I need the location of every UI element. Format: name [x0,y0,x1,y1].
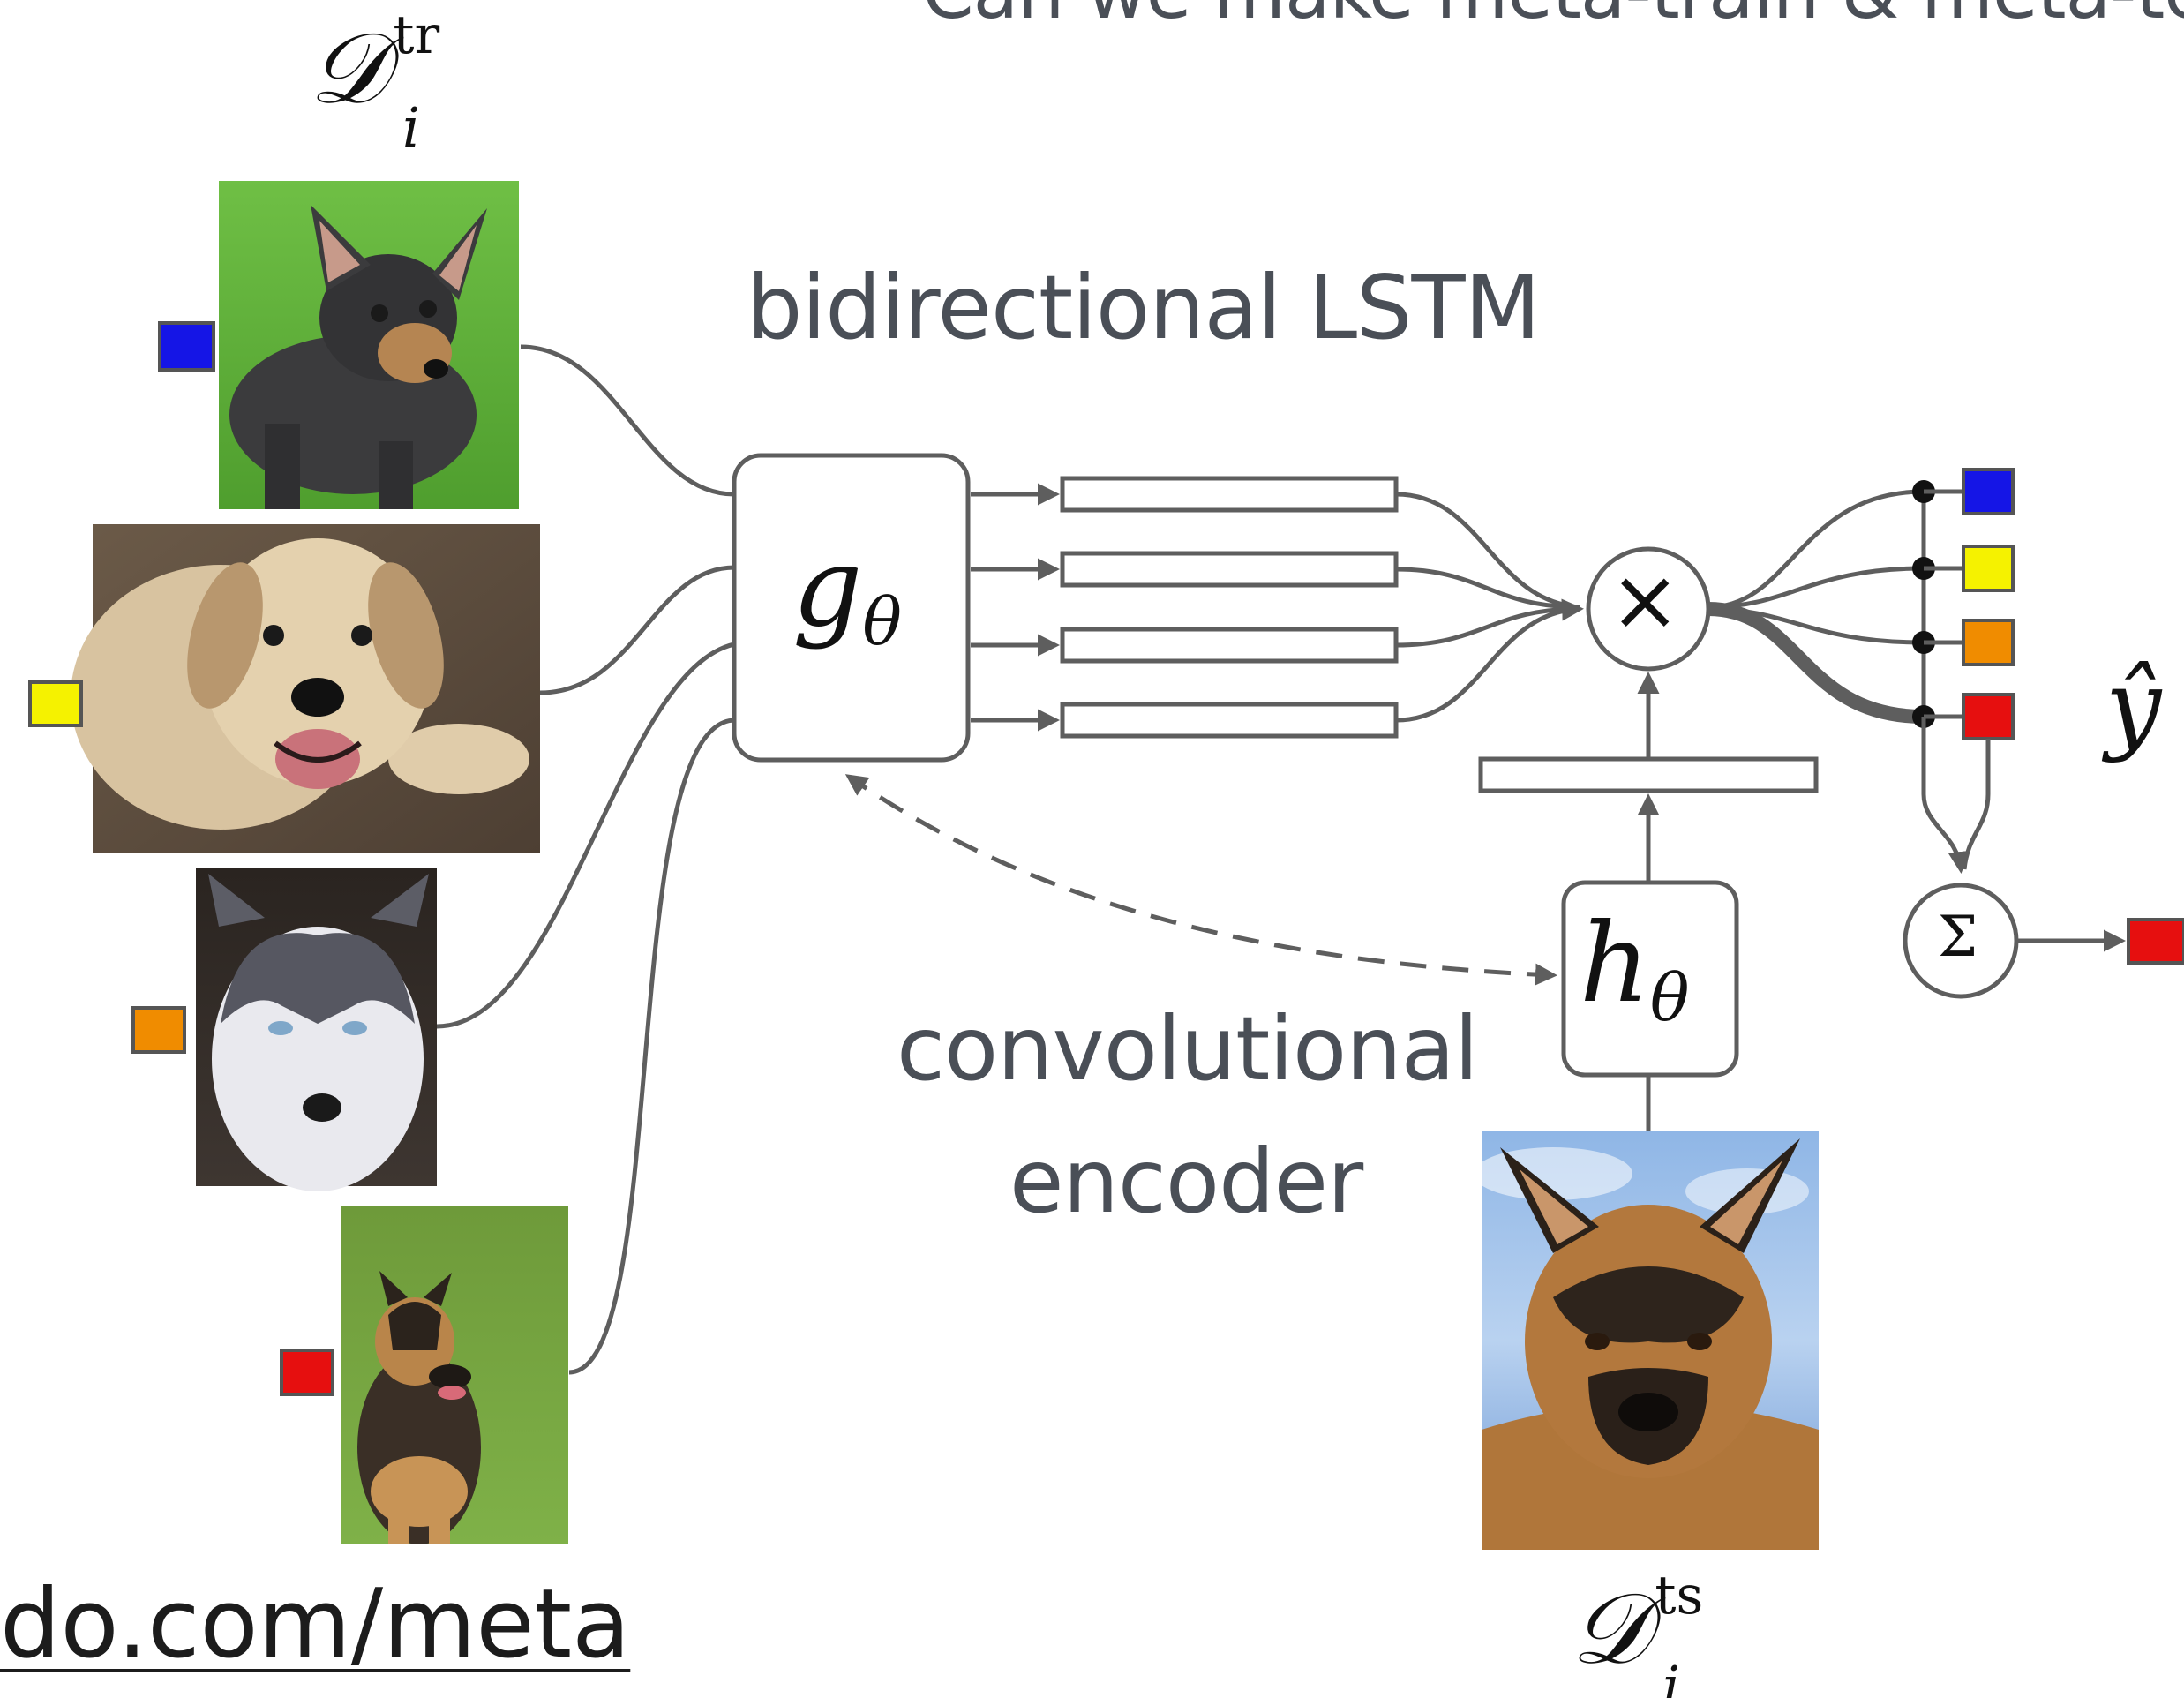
query-set-subscript: i [1662,1654,1680,1698]
slide-title: Can we make meta-train & meta-test match… [922,0,2184,35]
attention-strong-line [1707,602,1925,724]
support-image-chihuahua [219,181,519,509]
g-theta-box [732,453,971,763]
support-image-labrador [71,524,540,853]
support-label-red [280,1349,334,1396]
h-theta-subscript: θ [1649,960,1690,1036]
encoder-label-line2: encoder [1009,1130,1363,1233]
support-set-subscript: i [402,95,420,160]
support-image-husky [196,868,437,1191]
embedding-to-product-lines [1395,492,1584,723]
query-image-german-shepherd [1474,1131,1819,1550]
support-label-orange [131,1006,186,1054]
output-label-yellow [1962,545,2015,592]
g-theta-label: gθ [792,533,902,655]
product-symbol: × [1610,551,1681,650]
support-connectors [436,344,735,1375]
dashed-shared-weights-arrow [844,774,1557,986]
sum-node [1903,883,2019,999]
g-theta-subscript: θ [862,584,902,660]
y-hat-label: ŷ [2105,650,2162,764]
query-set-symbol: 𝒟 [1571,1572,1650,1687]
query-embedding-bar [1478,756,1819,793]
encoder-label-line1: convolutional [897,997,1479,1101]
lstm-input-arrows [971,483,1060,732]
support-set-symbol: 𝒟 [309,11,388,126]
sum-input-lines [1921,717,1991,874]
prediction-label-red [2127,918,2184,965]
lstm-embedding-bars [1060,476,1399,739]
output-label-orange [1962,619,2015,666]
h-theta-base: h [1580,900,1650,1027]
h-theta-box [1561,880,1739,1078]
g-theta-base: g [792,524,863,651]
lstm-label: bidirectional LSTM [747,256,1541,359]
query-set-superscript: ts [1655,1565,1704,1627]
support-label-blue [158,321,215,372]
support-image-german-shepherd [341,1206,568,1544]
h-theta-label: hθ [1580,909,1689,1031]
support-set-superscript: tr [393,4,440,66]
output-label-blue [1962,468,2015,515]
sum-symbol: Σ [1938,905,1978,970]
output-stubs [1924,489,1963,719]
support-label-yellow [28,680,83,727]
output-label-red [1962,693,2015,740]
footer-url-link[interactable]: do.com/meta [0,1569,631,1679]
